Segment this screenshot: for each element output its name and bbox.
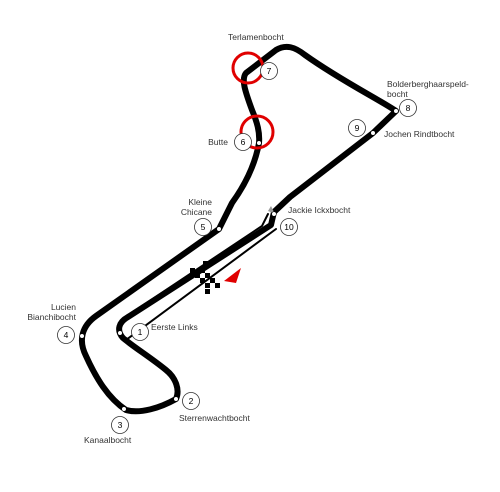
corner-marker-5: 5 xyxy=(194,218,212,236)
corner-label-9: Jochen Rindtbocht xyxy=(384,129,455,139)
apex-dot-5 xyxy=(216,226,222,232)
svg-text:10: 10 xyxy=(284,222,294,232)
svg-text:6: 6 xyxy=(241,137,246,147)
corner-label-3: Kanaalbocht xyxy=(84,435,132,445)
corner-marker-1: 1 xyxy=(131,323,149,341)
corner-marker-7: 7 xyxy=(260,62,278,80)
corner-marker-8: 8 xyxy=(399,99,417,117)
apex-dot-3 xyxy=(121,406,127,412)
apex-dot-2 xyxy=(173,396,179,402)
svg-text:4: 4 xyxy=(64,330,69,340)
corner-label-1: Eerste Links xyxy=(151,322,198,332)
svg-text:3: 3 xyxy=(118,420,123,430)
pit-lane-inner xyxy=(125,228,277,341)
apex-dot-4 xyxy=(79,333,85,339)
checkered-flag-icon xyxy=(190,261,220,294)
corner-label-5b: Chicane xyxy=(181,207,212,217)
corner-label-4b: Bianchibocht xyxy=(27,312,76,322)
corner-label-10: Jackie Ickxbocht xyxy=(288,205,351,215)
svg-text:2: 2 xyxy=(189,396,194,406)
svg-text:9: 9 xyxy=(355,123,360,133)
apex-dot-8 xyxy=(393,108,399,114)
corner-label-6: Butte xyxy=(208,137,228,147)
apex-dot-10 xyxy=(271,211,277,217)
corner-label-5a: Kleine xyxy=(188,197,212,207)
apex-dot-6 xyxy=(256,140,262,146)
apex-dot-9 xyxy=(370,130,376,136)
corner-marker-6: 6 xyxy=(234,133,252,151)
pit-lane xyxy=(117,213,269,334)
corner-marker-10: 10 xyxy=(280,218,298,236)
corner-label-8b: bocht xyxy=(387,89,408,99)
track-path xyxy=(78,43,399,415)
svg-text:5: 5 xyxy=(201,222,206,232)
svg-text:1: 1 xyxy=(138,327,143,337)
corner-label-2: Sterrenwachtbocht xyxy=(179,413,251,423)
direction-arrow-icon xyxy=(224,268,241,283)
corner-label-7: Terlamenbocht xyxy=(228,32,284,42)
corner-marker-9: 9 xyxy=(348,119,366,137)
svg-text:7: 7 xyxy=(267,66,272,76)
corner-marker-4: 4 xyxy=(57,326,75,344)
corner-marker-3: 3 xyxy=(111,416,129,434)
apex-dot-1 xyxy=(117,330,123,336)
corner-marker-2: 2 xyxy=(182,392,200,410)
corner-label-8a: Bolderberghaarspeld- xyxy=(387,79,469,89)
highlight-circle-6 xyxy=(239,114,275,150)
svg-text:8: 8 xyxy=(406,103,411,113)
corner-label-4a: Lucien xyxy=(51,302,76,312)
